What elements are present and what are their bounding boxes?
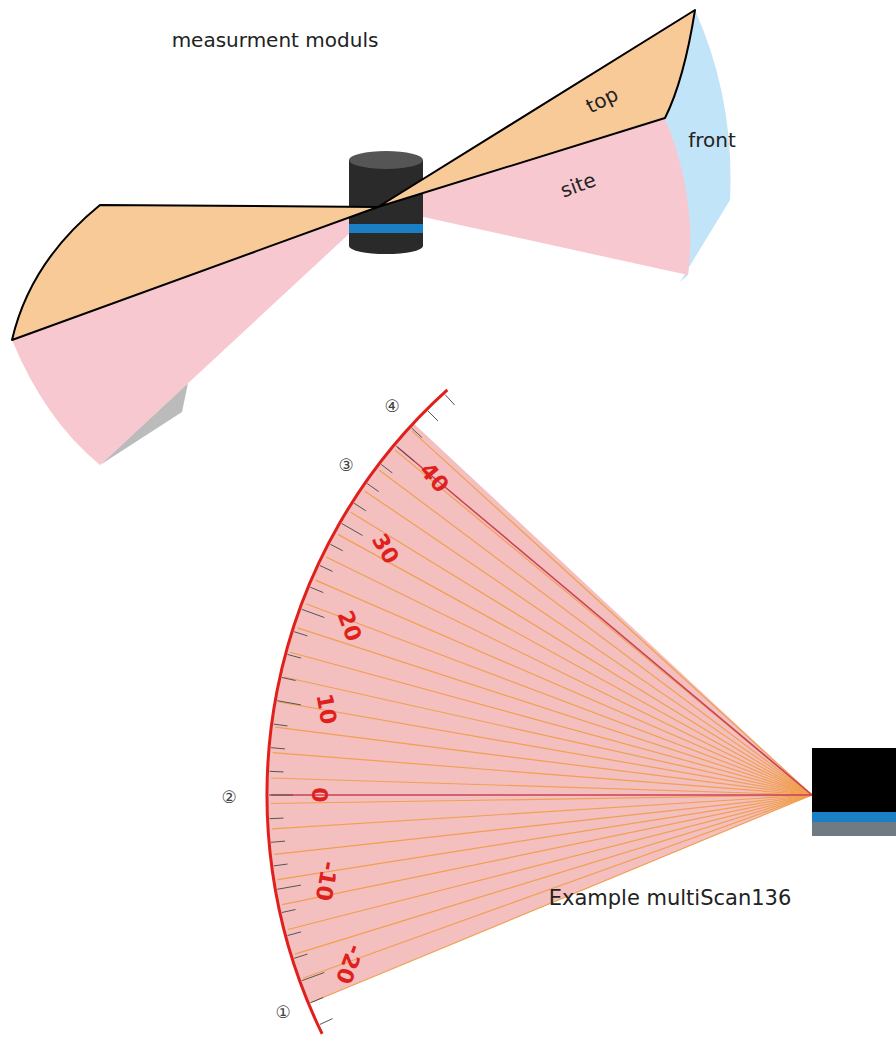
- scan-ray: [365, 491, 812, 795]
- scale-tick: [277, 701, 301, 705]
- scan-ray: [306, 604, 812, 795]
- scale-tick: [354, 503, 366, 511]
- scan-ray: [326, 557, 812, 795]
- scan-ray: [273, 753, 812, 795]
- scan-ray: [275, 727, 812, 795]
- reference-ray: [398, 447, 812, 795]
- scale-tick: [269, 795, 293, 796]
- scan-ray: [272, 795, 812, 829]
- scale-tick: [342, 524, 363, 536]
- caption-text: Example multiScan136: [549, 888, 792, 909]
- scan-ray: [279, 702, 812, 795]
- scale-tick: [381, 464, 392, 473]
- scale-tick: [445, 395, 454, 405]
- scale-tick: [310, 997, 323, 1002]
- scan-ray: [412, 431, 812, 795]
- scan-ray: [295, 795, 812, 954]
- scale-number: -10: [312, 859, 341, 902]
- device-icon: [812, 748, 896, 836]
- scale-tick: [294, 954, 307, 958]
- callout-number: ④: [384, 398, 399, 415]
- scan-ray: [278, 795, 812, 880]
- top-field-right: [378, 10, 695, 207]
- scale-tick: [274, 724, 288, 726]
- scale-tick: [428, 411, 438, 421]
- scale-tick: [282, 909, 296, 912]
- scale-tick: [288, 932, 302, 936]
- sensor-bottom: [349, 238, 423, 254]
- device-base: [812, 822, 896, 836]
- scale-tick: [302, 973, 325, 981]
- scale-tick: [274, 864, 288, 866]
- scan-ray: [288, 795, 812, 930]
- scale-tick: [270, 818, 284, 820]
- device-body: [812, 748, 896, 812]
- callout-number: ①: [275, 1004, 290, 1021]
- measurement-modules: [12, 10, 731, 465]
- scale-tick: [288, 654, 302, 658]
- scan-ray: [312, 795, 812, 1002]
- scan-ray: [271, 795, 812, 803]
- device-band: [812, 812, 896, 822]
- scale-tick: [271, 748, 285, 749]
- scan-ray: [274, 795, 812, 854]
- diagram-title: measurment moduls: [172, 30, 379, 50]
- scale-tick: [271, 841, 285, 842]
- scale-tick: [367, 484, 378, 492]
- scale-tick: [302, 609, 325, 617]
- scan-fan: [267, 390, 812, 1034]
- field-label: front: [688, 130, 736, 150]
- callout-number: ③: [338, 457, 353, 474]
- scale-tick: [320, 1019, 333, 1025]
- scan-ray: [315, 580, 812, 795]
- scale-tick: [282, 677, 296, 680]
- scan-ray: [351, 512, 812, 795]
- scale-tick: [396, 446, 414, 461]
- scale-tick: [330, 544, 342, 550]
- reference-ray: [271, 794, 812, 796]
- sensor-top: [349, 151, 423, 169]
- scale-tick: [277, 885, 301, 889]
- scale-number: 0: [308, 787, 330, 802]
- scan-ray: [338, 534, 812, 795]
- scale-tick: [294, 632, 307, 636]
- top-field-left: [12, 205, 378, 340]
- scale-arc: [267, 390, 447, 1034]
- sensor-band: [349, 224, 423, 233]
- scale-tick: [320, 566, 333, 572]
- scale-tick: [412, 428, 422, 437]
- scan-ray: [379, 470, 812, 795]
- callout-number: ②: [221, 789, 236, 806]
- scale-number: 10: [313, 692, 340, 726]
- scale-tick: [270, 771, 284, 773]
- scale-tick: [310, 587, 323, 592]
